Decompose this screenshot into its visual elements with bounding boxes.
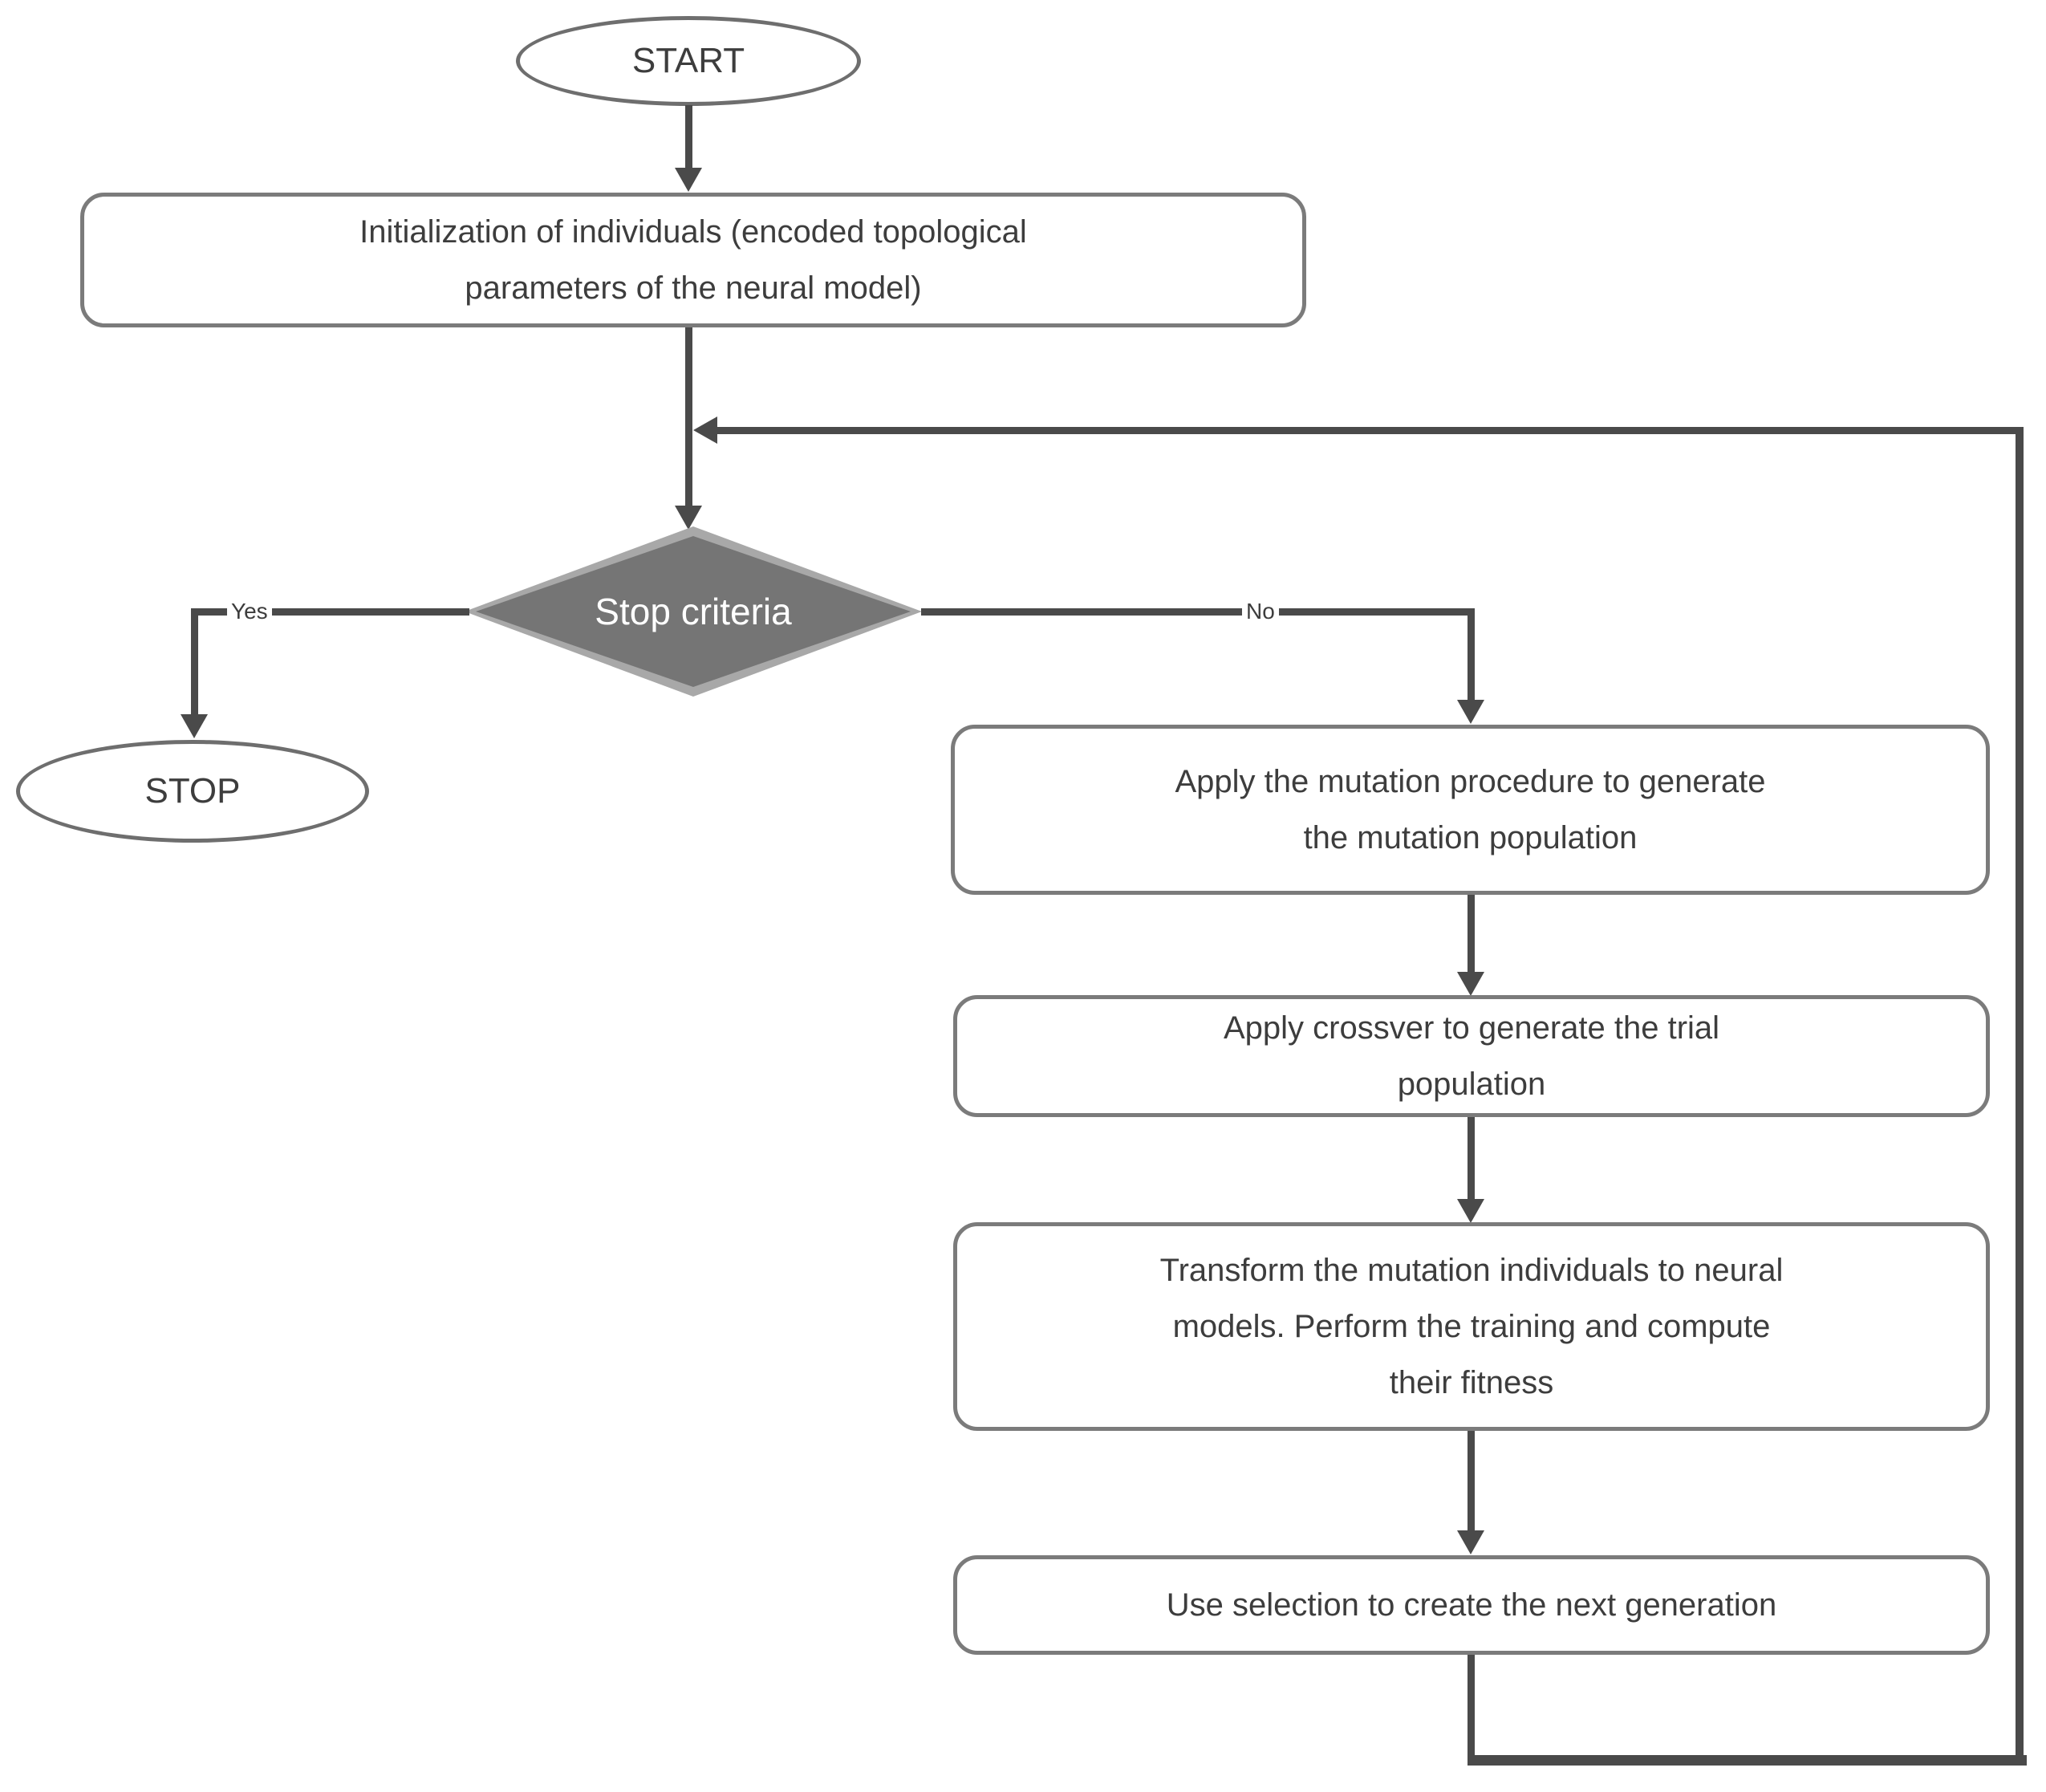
no-branch-hline <box>921 608 1471 616</box>
init-node: Initialization of individuals (encoded t… <box>80 193 1306 327</box>
feedback-bottom-rail <box>1468 1755 2027 1766</box>
connector-init-decision <box>685 327 692 508</box>
decision-node: Stop criteria <box>465 526 922 697</box>
arrowhead-down-icon <box>675 506 702 530</box>
arrowhead-down-icon <box>675 168 702 192</box>
arrowhead-down-icon <box>181 714 208 738</box>
fitness-node-label: Transform the mutation individuals to ne… <box>1159 1253 1784 1400</box>
fitness-node: Transform the mutation individuals to ne… <box>953 1222 1990 1431</box>
selection-node-label: Use selection to create the next generat… <box>1166 1587 1777 1623</box>
crossover-node: Apply crossver to generate the trial pop… <box>953 995 1990 1117</box>
feedback-top-rail <box>717 427 2020 434</box>
stop-node-label: STOP <box>144 771 241 811</box>
arrowhead-down-icon <box>1457 1199 1484 1223</box>
connector-selection-feedback <box>1468 1655 1475 1765</box>
yes-branch-hline <box>191 608 469 616</box>
arrowhead-down-icon <box>1457 972 1484 996</box>
init-node-label: Initialization of individuals (encoded t… <box>359 214 1027 306</box>
decision-node-label: Stop criteria <box>595 591 792 632</box>
start-node: START <box>516 16 861 106</box>
mutation-node: Apply the mutation procedure to generate… <box>951 725 1990 895</box>
arrowhead-down-icon <box>1457 700 1484 724</box>
stop-node: STOP <box>16 740 369 843</box>
mutation-node-label: Apply the mutation procedure to generate… <box>1175 764 1766 855</box>
no-branch-label: No <box>1242 595 1279 628</box>
decision-node-inner: Stop criteria <box>476 536 911 687</box>
connector-fitness-selection <box>1468 1431 1475 1533</box>
connector-crossover-fitness <box>1468 1117 1475 1201</box>
no-branch-vline <box>1468 608 1475 702</box>
arrowhead-down-icon <box>1457 1530 1484 1554</box>
feedback-right-rail <box>2016 427 2024 1766</box>
connector-start-init <box>685 105 692 169</box>
selection-node: Use selection to create the next generat… <box>953 1555 1990 1655</box>
start-node-label: START <box>631 41 745 80</box>
yes-branch-label: Yes <box>227 595 272 628</box>
crossover-node-label: Apply crossver to generate the trial pop… <box>1223 1010 1720 1102</box>
connector-mutation-crossover <box>1468 895 1475 974</box>
yes-branch-vline <box>191 608 198 717</box>
arrowhead-left-icon <box>693 417 717 444</box>
